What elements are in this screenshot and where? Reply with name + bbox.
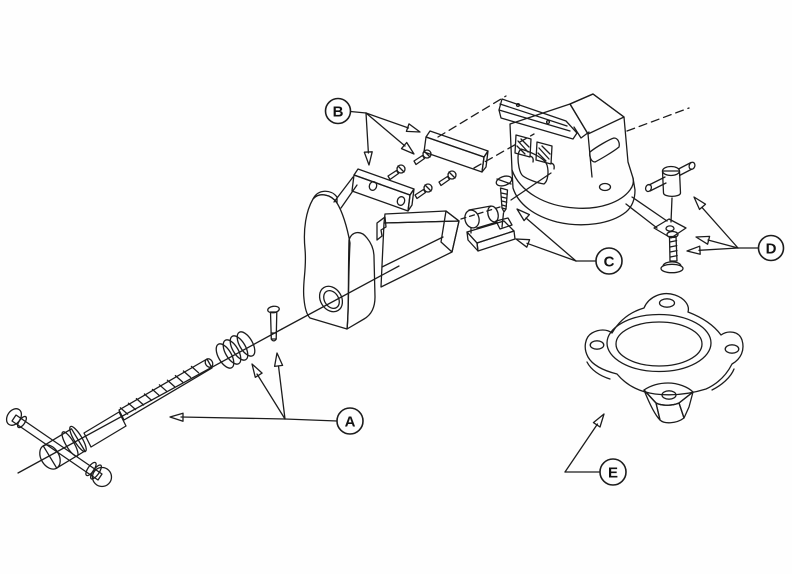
callout-b: B [324, 97, 421, 166]
base-disc-rim [511, 169, 635, 209]
body-top-face [569, 93, 625, 135]
front-jaw [302, 190, 387, 330]
front-jaw-insert [333, 168, 415, 212]
lug-hole-right [724, 344, 740, 354]
callout-d: D [686, 196, 785, 262]
assembly-axis-line [17, 328, 283, 474]
slide-beam [380, 210, 460, 288]
alignment-dashes [437, 95, 690, 220]
callout-c: C [515, 208, 623, 275]
screw-head [39, 425, 87, 470]
screw-threads [118, 358, 214, 421]
coil-spring [215, 331, 256, 369]
lock-plate [653, 218, 687, 239]
callout-d-letter: D [766, 241, 777, 258]
insert-screws [387, 149, 457, 200]
callout-a: A [169, 352, 364, 435]
jaw-screw-hole [318, 285, 344, 313]
body-side-panel [589, 137, 620, 163]
clamp-bar [625, 196, 668, 229]
retaining-pin [267, 305, 280, 342]
callout-c-letter: C [604, 254, 615, 271]
slide-rail [498, 98, 578, 140]
lock-handle [644, 161, 696, 198]
rear-jaw-insert [423, 130, 489, 173]
lug-hole-front [661, 390, 677, 400]
base-skirt-left [586, 361, 611, 380]
lug-hole-left [589, 340, 605, 350]
base-skirt-right [711, 368, 735, 391]
swivel-ring-outer [606, 313, 712, 373]
front-lug [643, 382, 694, 424]
screw-shank [83, 411, 127, 448]
assembly-axis-line-upper [281, 265, 400, 330]
rear-vise-body [498, 93, 636, 226]
lock-bolt [660, 230, 684, 274]
nut-bracket [464, 205, 516, 252]
swivel-lock-assembly [625, 161, 696, 274]
lug-hole-top [658, 298, 676, 308]
callout-e-letter: E [608, 465, 618, 482]
jaw-mount-screw [495, 172, 552, 228]
callout-e: E [564, 413, 627, 486]
screw-handle-bar [5, 408, 113, 488]
body-opening [517, 148, 549, 185]
base-disc-hole [598, 182, 612, 192]
callout-b-letter: B [333, 104, 344, 121]
jaw-clips [514, 134, 555, 170]
swivel-base [584, 293, 744, 424]
swivel-ring-inner [615, 321, 703, 367]
callout-a-letter: A [345, 414, 356, 431]
main-screw-assembly [5, 358, 214, 488]
